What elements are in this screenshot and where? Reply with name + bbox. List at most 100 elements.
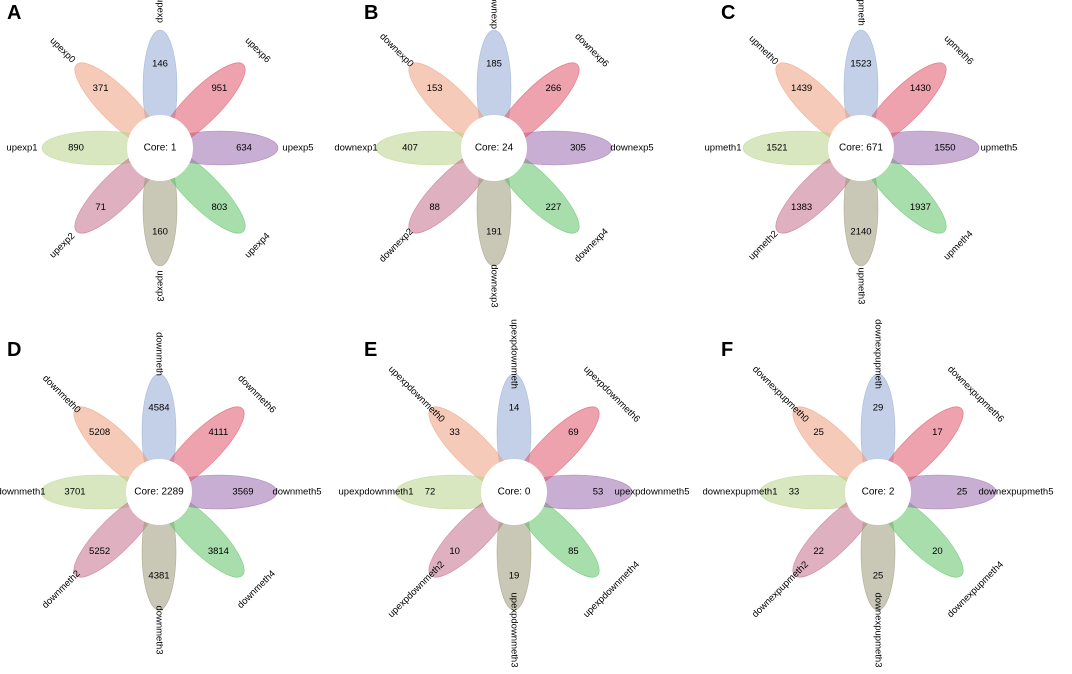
petal-value: 371: [93, 83, 109, 94]
petal-name-label: downmeth1: [0, 487, 46, 498]
core-circle: [828, 115, 894, 181]
petal-value: 5208: [89, 427, 110, 438]
petal-name-label: upmeth6: [942, 33, 976, 67]
petal-name-label: upexpdownmeth: [509, 319, 520, 389]
petal-name-label: upmeth0: [746, 33, 780, 67]
petal-name-label: downmeth2: [40, 568, 83, 611]
panel-letter: E: [364, 339, 378, 361]
petal-value: 19: [509, 571, 520, 582]
petal-value: 29: [873, 403, 884, 414]
petal-value: 4111: [209, 427, 229, 438]
petal-value: 10: [449, 546, 460, 557]
flower-diagram: 1523 upmeth 1439 upmeth0 1521 upmeth1 1383 upme…: [705, 0, 1018, 305]
petal-value: 146: [152, 59, 168, 70]
petal-value: 25: [873, 571, 884, 582]
petal-name-label: downexp0: [377, 31, 415, 69]
petal-name-label: upexp3: [155, 270, 166, 301]
petal-name-label: downexp: [489, 0, 500, 29]
petal-name-label: upexp: [155, 0, 166, 23]
petal-name-label: downexpupmeth5: [979, 487, 1054, 498]
petal-value: 85: [568, 546, 579, 557]
petal-value: 3814: [208, 546, 229, 557]
core-label: Core: 2: [862, 487, 895, 498]
petal-name-label: downexp4: [572, 226, 610, 264]
petal-value: 1430: [910, 83, 931, 94]
petal-name-label: upexpdownmeth5: [615, 487, 690, 498]
panel-letter: D: [7, 339, 22, 361]
core-label: Core: 24: [475, 143, 514, 154]
petal-name-label: upexpdownmeth2: [386, 559, 447, 620]
petal-value: 72: [425, 487, 436, 498]
petal-name-label: upexp5: [282, 143, 313, 154]
petal-name-label: upexp4: [243, 231, 273, 261]
petal-name-label: upexp6: [243, 36, 273, 66]
core-circle: [126, 459, 192, 525]
core-circle: [845, 459, 911, 525]
petal-name-label: downmeth5: [272, 487, 321, 498]
petal-value: 1439: [791, 83, 812, 94]
petal-value: 4584: [148, 403, 169, 414]
petal-value: 185: [486, 59, 502, 70]
petal-value: 266: [545, 83, 561, 94]
core-label: Core: 0: [498, 487, 531, 498]
petal-value: 33: [449, 427, 460, 438]
flower-diagram: 185 downexp 153 downexp0 407 downexp1 88 downex…: [334, 0, 653, 308]
petal-value: 17: [932, 427, 943, 438]
petal-name-label: upexp1: [6, 143, 37, 154]
panel-letter: F: [721, 339, 734, 361]
petal-name-label: upmeth: [856, 0, 867, 26]
petal-name-label: upexpdownmeth0: [386, 364, 447, 425]
petal-name-label: downexpupmeth1: [703, 487, 778, 498]
petal-value: 33: [789, 487, 800, 498]
petal-name-label: downexp2: [377, 226, 415, 264]
petal-name-label: downmeth3: [154, 605, 165, 654]
petal-name-label: downexpupmeth3: [873, 593, 884, 668]
flower-diagram: 4584downmeth5208downmeth03701downmeth152…: [0, 332, 322, 654]
petal-name-label: upmeth5: [981, 143, 1018, 154]
petal-value: 1523: [850, 59, 871, 70]
core-circle: [127, 115, 193, 181]
petal-name-label: upmeth1: [705, 143, 742, 154]
petal-value: 634: [236, 143, 252, 154]
petal-value: 890: [68, 143, 84, 154]
petal-value: 1550: [934, 143, 955, 154]
petal-value: 227: [545, 202, 561, 213]
petal-value: 4381: [148, 571, 169, 582]
petal-value: 1383: [791, 202, 812, 213]
petal-name-label: upmeth4: [942, 229, 976, 263]
petal-value: 53: [593, 487, 604, 498]
petal-value: 69: [568, 427, 579, 438]
petal-value: 803: [211, 202, 227, 213]
petal-name-label: downexp3: [489, 264, 500, 307]
petal-value: 1937: [910, 202, 931, 213]
petal-name-label: downexpupmeth: [873, 319, 884, 389]
core-label: Core: 671: [839, 143, 883, 154]
petal-value: 153: [427, 83, 443, 94]
panel-letter: A: [7, 2, 22, 24]
petal-value: 305: [570, 143, 586, 154]
petal-name-label: upmeth2: [746, 229, 780, 263]
petal-name-label: downmeth0: [40, 373, 83, 416]
petal-name-label: downexp1: [334, 143, 377, 154]
petal-name-label: downexpupmeth0: [750, 364, 811, 425]
petal-name-label: upexpdownmeth3: [509, 593, 520, 668]
petal-name-label: upexp2: [48, 231, 78, 261]
petal-value: 88: [429, 202, 440, 213]
petal-name-label: downmeth: [154, 332, 165, 376]
core-label: Core: 1: [144, 143, 177, 154]
petal-value: 407: [402, 143, 418, 154]
petal-value: 25: [957, 487, 968, 498]
core-circle: [461, 115, 527, 181]
petal-value: 3701: [64, 487, 85, 498]
petal-name-label: upmeth3: [856, 268, 867, 305]
core-circle: [481, 459, 547, 525]
petal-value: 1521: [766, 143, 787, 154]
petal-name-label: downexp6: [572, 31, 610, 69]
petal-value: 14: [509, 403, 520, 414]
petal-name-label: upexpdownmeth1: [339, 487, 414, 498]
petal-name-label: downexp5: [610, 143, 653, 154]
